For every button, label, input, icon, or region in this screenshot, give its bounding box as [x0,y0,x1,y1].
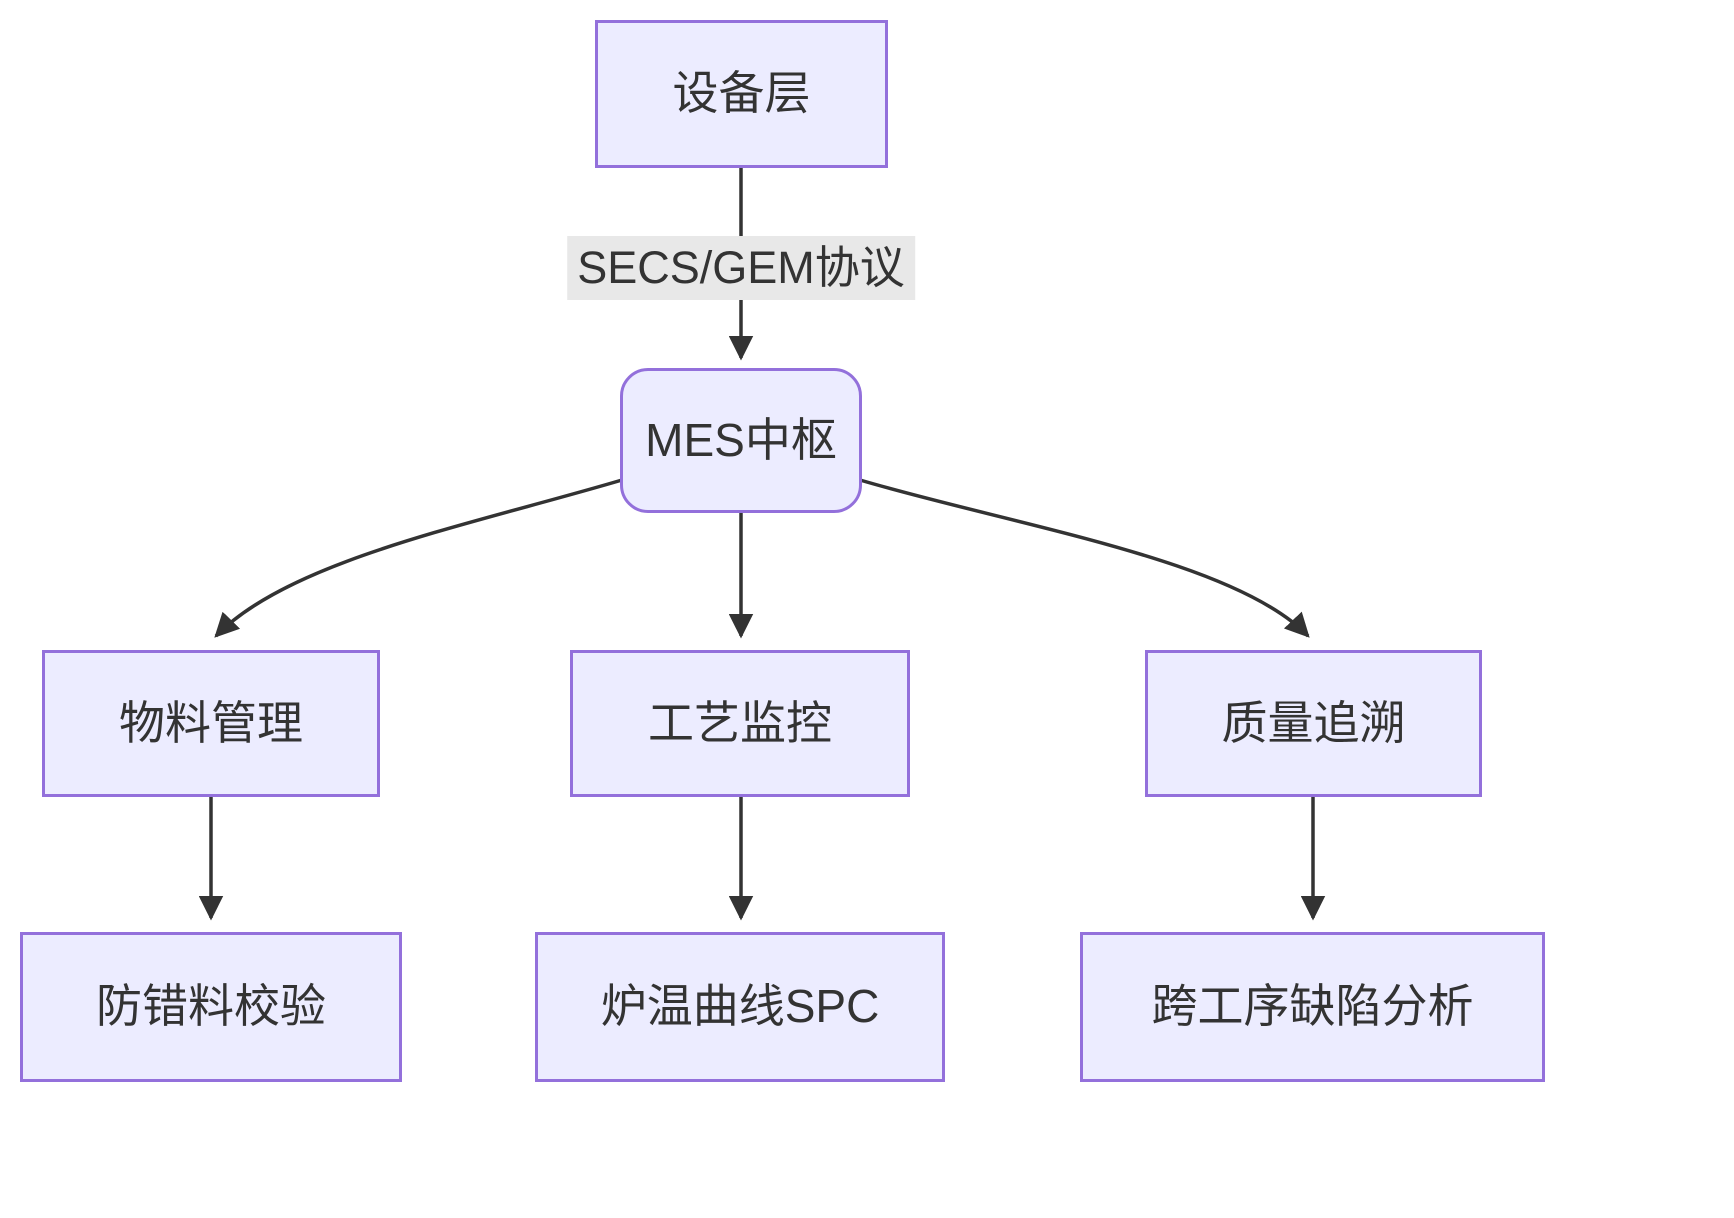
edge-mes-to-quality [859,478,1310,638]
edge-mes-to-material [214,478,623,638]
node-error-proof-verification: 防错料校验 [20,932,402,1082]
node-process-monitoring: 工艺监控 [570,650,910,797]
edge-label-secs-gem: SECS/GEM协议 [567,236,915,301]
node-mes-hub: MES中枢 [620,368,862,513]
node-cross-process-defect-analysis: 跨工序缺陷分析 [1080,932,1545,1082]
node-material-management: 物料管理 [42,650,380,797]
node-furnace-curve-spc: 炉温曲线SPC [535,932,945,1082]
node-equipment-layer: 设备层 [595,20,888,168]
node-quality-traceability: 质量追溯 [1145,650,1482,797]
